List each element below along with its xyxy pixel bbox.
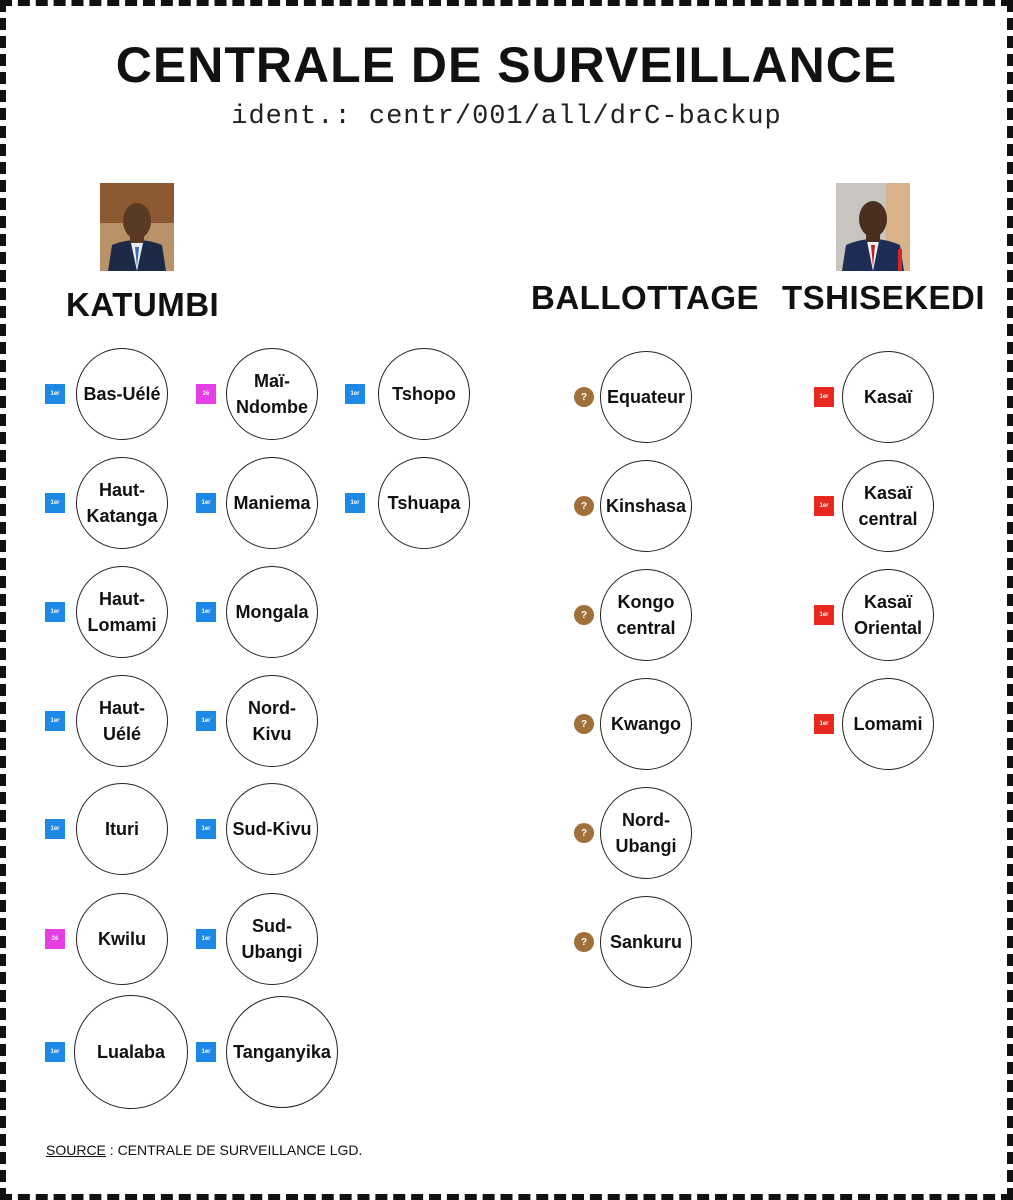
rank-1er-badge: 1er: [196, 1042, 216, 1062]
rank-1er-badge: 1er: [814, 714, 834, 734]
rank-1er-badge: 1er: [814, 496, 834, 516]
province-label: Nord- Kivu: [248, 697, 296, 744]
province-label: Kwango: [611, 713, 681, 734]
rank-1er-badge: 1er: [45, 1042, 65, 1062]
province-mongala: Mongala: [226, 566, 318, 658]
rank-1er-badge: 1er: [196, 929, 216, 949]
heading-katumbi: KATUMBI: [66, 286, 220, 323]
province-label: Nord- Ubangi: [615, 809, 677, 856]
province-mai-ndombe: Maï- Ndombe: [226, 348, 318, 440]
province-kinshasa: Kinshasa: [600, 460, 692, 552]
province-label: Lomami: [853, 713, 923, 734]
rank-1er-badge: 1er: [814, 387, 834, 407]
katumbi-portrait: [100, 183, 174, 271]
province-label: Kasaï central: [858, 482, 918, 529]
tshisekedi-portrait: [836, 183, 910, 271]
province-label: Kasaï Oriental: [853, 591, 923, 638]
province-label: Haut- Katanga: [86, 479, 158, 526]
rank-1er-badge: 1er: [45, 493, 65, 513]
province-ituri: Ituri: [76, 783, 168, 875]
ident-code: ident.: centr/001/all/drC-backup: [231, 102, 782, 132]
question-badge: ?: [574, 823, 594, 843]
question-badge: ?: [574, 714, 594, 734]
province-label: Sud- Ubangi: [241, 915, 303, 962]
province-label: Sud-Kivu: [232, 818, 312, 839]
province-sankuru: Sankuru: [600, 896, 692, 988]
province-haut-lomami: Haut- Lomami: [76, 566, 168, 658]
province-label: Mongala: [235, 601, 309, 622]
province-sud-ubangi: Sud- Ubangi: [226, 893, 318, 985]
source-label: SOURCE: [46, 1142, 106, 1158]
source-note: SOURCE : CENTRALE DE SURVEILLANCE LGD.: [46, 1142, 362, 1158]
province-haut-ue-le: Haut- Uélé: [76, 675, 168, 767]
province-lualaba: Lualaba: [74, 995, 188, 1109]
province-kwilu: Kwilu: [76, 893, 168, 985]
province-label: Kongo central: [616, 591, 676, 638]
province-maniema: Maniema: [226, 457, 318, 549]
province-kasai-central: Kasaï central: [842, 460, 934, 552]
province-label: Sankuru: [609, 931, 683, 952]
province-tanganyika: Tanganyika: [226, 996, 338, 1108]
province-tshuapa: Tshuapa: [378, 457, 470, 549]
province-label: Tanganyika: [233, 1041, 331, 1062]
province-tshopo: Tshopo: [378, 348, 470, 440]
rank-1er-badge: 1er: [345, 384, 365, 404]
province-lomami: Lomami: [842, 678, 934, 770]
question-badge: ?: [574, 387, 594, 407]
province-label: Kwilu: [98, 928, 146, 949]
province-label: Maï- Ndombe: [236, 370, 308, 417]
rank-1er-badge: 1er: [196, 819, 216, 839]
province-equateur: Equateur: [600, 351, 692, 443]
rank-1er-badge: 1er: [45, 384, 65, 404]
province-label: Tshopo: [392, 383, 456, 404]
province-label: Lualaba: [96, 1041, 166, 1062]
rank-2e-badge: 2è: [45, 929, 65, 949]
question-badge: ?: [574, 496, 594, 516]
rank-1er-badge: 1er: [814, 605, 834, 625]
province-label: Maniema: [233, 492, 311, 513]
province-label: Kinshasa: [605, 495, 687, 516]
province-kasai-oriental: Kasaï Oriental: [842, 569, 934, 661]
province-kasai: Kasaï: [842, 351, 934, 443]
rank-2e-badge: 2è: [196, 384, 216, 404]
province-label: Equateur: [606, 386, 685, 407]
page-title: CENTRALE DE SURVEILLANCE: [115, 37, 898, 93]
question-badge: ?: [574, 605, 594, 625]
rank-1er-badge: 1er: [45, 819, 65, 839]
province-kongocentral: Kongo central: [600, 569, 692, 661]
province-nord-kivu: Nord- Kivu: [226, 675, 318, 767]
province-label: Kasaï: [863, 386, 913, 407]
heading-tshisekedi: TSHISEKEDI: [782, 279, 986, 316]
rank-1er-badge: 1er: [196, 602, 216, 622]
province-sud-kivu: Sud-Kivu: [226, 783, 318, 875]
province-label: Haut- Uélé: [99, 697, 145, 744]
province-label: Ituri: [105, 818, 139, 839]
province-label: Haut- Lomami: [87, 588, 157, 635]
province-haut-katanga: Haut- Katanga: [76, 457, 168, 549]
source-text: : CENTRALE DE SURVEILLANCE LGD.: [105, 1142, 363, 1158]
province-bas-ue-le: Bas-Uélé: [76, 348, 168, 440]
rank-1er-badge: 1er: [196, 493, 216, 513]
heading-ballottage: BALLOTTAGE: [531, 279, 760, 316]
province-nord-ubangi: Nord- Ubangi: [600, 787, 692, 879]
rank-1er-badge: 1er: [45, 711, 65, 731]
province-label: Bas-Uélé: [83, 383, 161, 404]
question-badge: ?: [574, 932, 594, 952]
province-kwango: Kwango: [600, 678, 692, 770]
province-label: Tshuapa: [387, 492, 461, 513]
rank-1er-badge: 1er: [45, 602, 65, 622]
rank-1er-badge: 1er: [345, 493, 365, 513]
rank-1er-badge: 1er: [196, 711, 216, 731]
